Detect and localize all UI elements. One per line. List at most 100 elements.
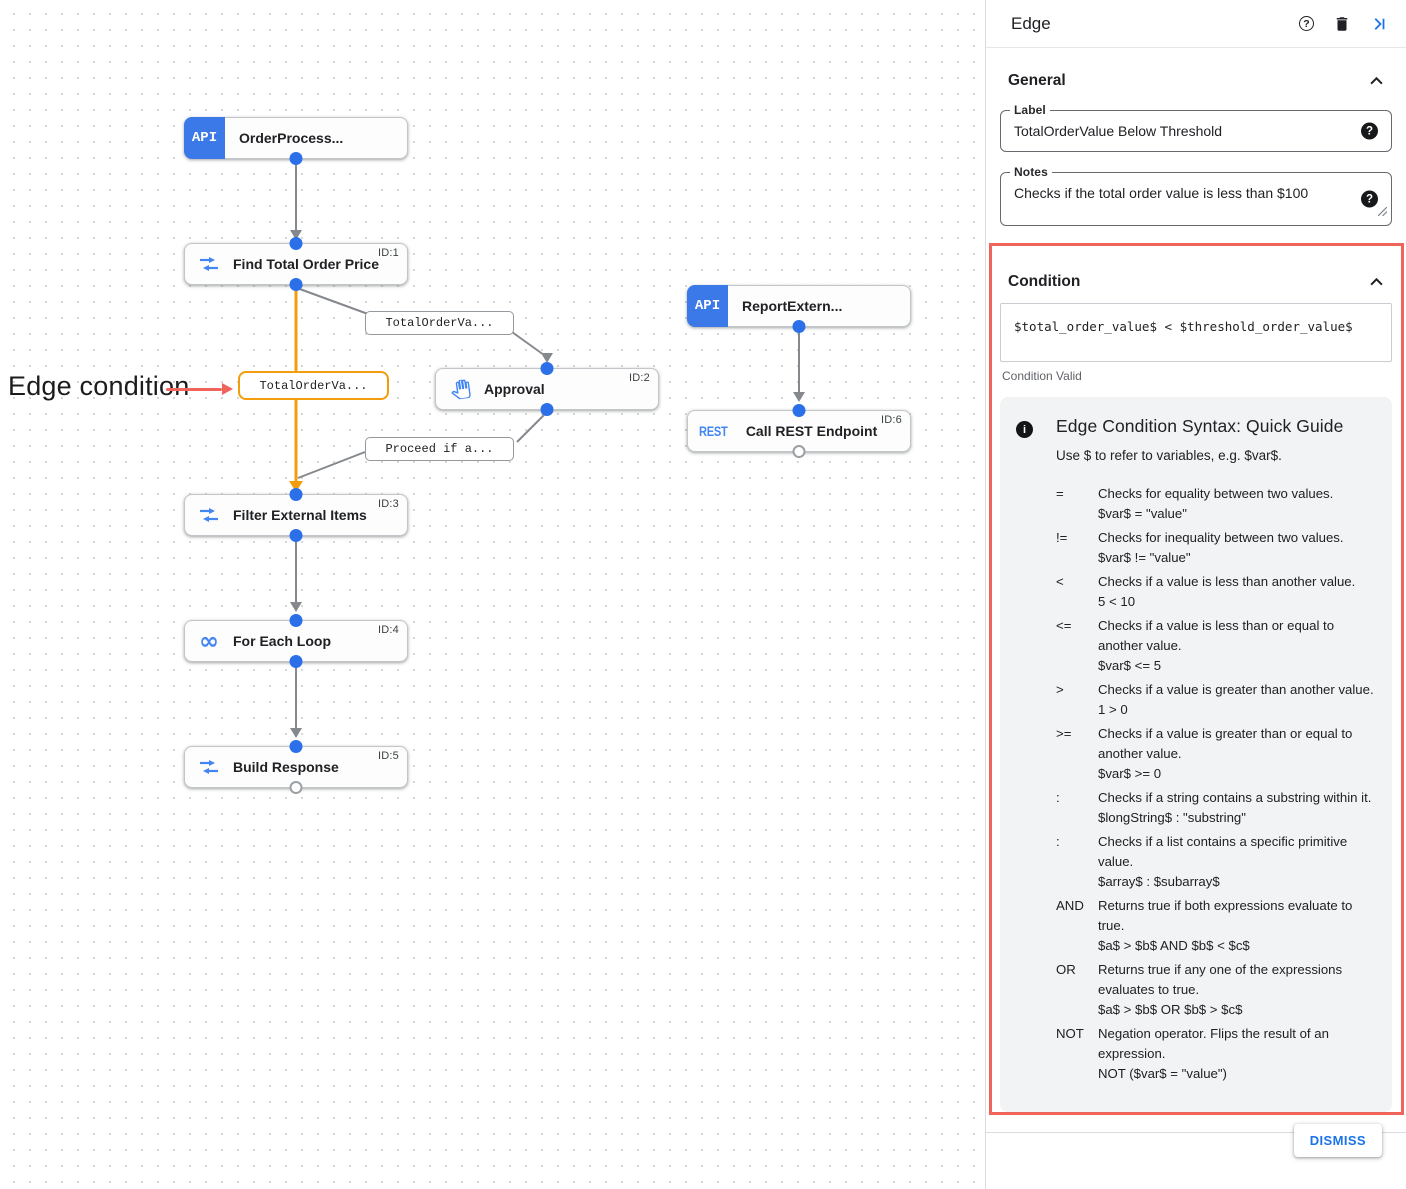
chevron-up-icon[interactable] [1369, 273, 1384, 291]
node-id-badge: ID:6 [881, 414, 902, 426]
guide-description: Checks if a value is greater than or equ… [1098, 726, 1353, 761]
data-mapping-icon [197, 508, 221, 522]
node-id-badge: ID:2 [629, 372, 650, 384]
node-orderprocess-trigger[interactable]: API OrderProcess... [184, 117, 408, 166]
resize-handle-icon[interactable] [1377, 203, 1388, 221]
notes-field[interactable]: Notes Checks if the total order value is… [1000, 165, 1392, 226]
annotation-arrow-icon [166, 383, 233, 395]
notes-field-value[interactable]: Checks if the total order value is less … [1014, 185, 1309, 201]
guide-example: $array$ : $subarray$ [1098, 874, 1220, 889]
connector-dot[interactable] [289, 739, 303, 753]
guide-description: Returns true if both expressions evaluat… [1098, 898, 1353, 933]
connector-dot[interactable] [540, 361, 554, 375]
label-field[interactable]: Label TotalOrderValue Below Threshold ? [1000, 103, 1392, 152]
node-id-badge: ID:4 [378, 624, 399, 636]
guide-example: $var$ <= 5 [1098, 658, 1162, 673]
guide-example: $longString$ : "substring" [1098, 810, 1246, 825]
connector-dot[interactable] [289, 236, 303, 250]
footer-divider [986, 1132, 1406, 1133]
connector-dot[interactable] [540, 403, 554, 417]
guide-operator: > [1056, 682, 1064, 697]
node-for-each-loop[interactable]: ∞ For Each Loop ID:4 [184, 613, 408, 669]
guide-description: Checks for inequality between two values… [1098, 530, 1344, 545]
flow-canvas[interactable]: API OrderProcess... Find Total Order Pri… [0, 0, 985, 1189]
connector-dot[interactable] [289, 152, 303, 166]
approval-hand-icon [448, 378, 472, 400]
guide-operator: < [1056, 574, 1064, 589]
guide-description: Checks if a string contains a substring … [1098, 790, 1372, 805]
connector-dot[interactable] [792, 403, 806, 417]
guide-row: >Checks if a value is greater than anoth… [1056, 680, 1376, 720]
connector-dot[interactable] [289, 487, 303, 501]
node-id-badge: ID:3 [378, 498, 399, 510]
label-field-value[interactable]: TotalOrderValue Below Threshold [1014, 123, 1223, 139]
dismiss-button[interactable]: DISMISS [1293, 1124, 1382, 1157]
help-icon[interactable]: ? [1299, 16, 1314, 31]
guide-row: :Checks if a string contains a substring… [1056, 788, 1376, 828]
guide-example: $var$ >= 0 [1098, 766, 1162, 781]
guide-title: Edge Condition Syntax: Quick Guide [1056, 416, 1344, 436]
node-find-total-order-price[interactable]: Find Total Order Price ID:1 [184, 236, 408, 292]
field-help-icon[interactable]: ? [1361, 190, 1378, 208]
guide-row: <=Checks if a value is less than or equa… [1056, 616, 1376, 676]
guide-example: NOT ($var$ = "value") [1098, 1066, 1227, 1081]
node-filter-external-items[interactable]: Filter External Items ID:3 [184, 487, 408, 543]
connector-dot[interactable] [289, 529, 303, 543]
label-field-label: Label [1010, 103, 1050, 117]
collapse-panel-icon[interactable] [1370, 15, 1388, 33]
guide-row: :Checks if a list contains a specific pr… [1056, 832, 1376, 892]
guide-operator: != [1056, 530, 1068, 545]
guide-description: Checks for equality between two values. [1098, 486, 1334, 501]
guide-example: 1 > 0 [1098, 702, 1128, 717]
guide-operator: AND [1056, 898, 1084, 913]
connector-dot-empty[interactable] [792, 445, 806, 459]
condition-valid-status: Condition Valid [1002, 369, 1082, 383]
guide-description: Returns true if any one of the expressio… [1098, 962, 1343, 997]
condition-heading: Condition [1008, 273, 1081, 290]
guide-rows: = Checks for equality between two values.… [1056, 484, 1376, 1088]
section-condition: Condition $total_order_value$ < $thresho… [1000, 226, 1392, 1112]
general-heading: General [1008, 72, 1066, 89]
guide-operator: = [1056, 486, 1064, 501]
edge-config-panel: Edge ? General [985, 0, 1406, 1189]
connector-dot[interactable] [289, 655, 303, 669]
node-build-response[interactable]: Build Response ID:5 [184, 739, 408, 795]
guide-description: Checks if a list contains a specific pri… [1098, 834, 1348, 869]
section-general: General Label TotalOrderValue Below Thre… [1000, 48, 1392, 226]
node-label: Filter External Items [233, 507, 367, 523]
guide-intro: Use $ to refer to variables, e.g. $var$. [1056, 448, 1282, 463]
guide-operator: NOT [1056, 1026, 1084, 1041]
node-id-badge: ID:5 [378, 750, 399, 762]
guide-example: $a$ > $b$ AND $b$ < $c$ [1098, 938, 1250, 953]
node-label: Build Response [233, 759, 339, 775]
condition-expression-input[interactable]: $total_order_value$ < $threshold_order_v… [1000, 303, 1392, 362]
node-call-rest-endpoint[interactable]: REST Call REST Endpoint ID:6 [687, 403, 911, 459]
guide-example: $var$ != "value" [1098, 550, 1191, 565]
guide-operator: >= [1056, 726, 1072, 741]
edge-label-totalordervalue-above[interactable]: TotalOrderVa... [365, 311, 514, 335]
edge-label-proceed-if-approved[interactable]: Proceed if a... [365, 437, 514, 461]
guide-example: 5 < 10 [1098, 594, 1136, 609]
node-reportextern-trigger[interactable]: API ReportExtern... [687, 285, 911, 334]
field-help-icon[interactable]: ? [1361, 122, 1378, 140]
connector-dot[interactable] [289, 278, 303, 292]
rest-icon: REST [699, 423, 728, 439]
chevron-up-icon[interactable] [1369, 72, 1384, 90]
node-approval[interactable]: Approval ID:2 [435, 361, 659, 417]
condition-syntax-guide: i Edge Condition Syntax: Quick Guide Use… [1000, 397, 1392, 1112]
edge-label-totalordervalue-selected[interactable]: TotalOrderVa... [238, 371, 389, 400]
connector-dot[interactable] [792, 320, 806, 334]
api-trigger-icon: API [184, 117, 225, 159]
delete-icon[interactable] [1333, 15, 1351, 33]
guide-description: Checks if a value is less than or equal … [1098, 618, 1335, 653]
data-mapping-icon [197, 257, 221, 271]
node-label: Find Total Order Price [233, 256, 379, 272]
guide-description: Checks if a value is less than another v… [1098, 574, 1356, 589]
connector-dot[interactable] [289, 613, 303, 627]
guide-example: $var$ = "value" [1098, 506, 1187, 521]
connector-dot-empty[interactable] [289, 781, 303, 795]
flow-edges-svg [289, 159, 805, 738]
data-mapping-icon [197, 760, 221, 774]
